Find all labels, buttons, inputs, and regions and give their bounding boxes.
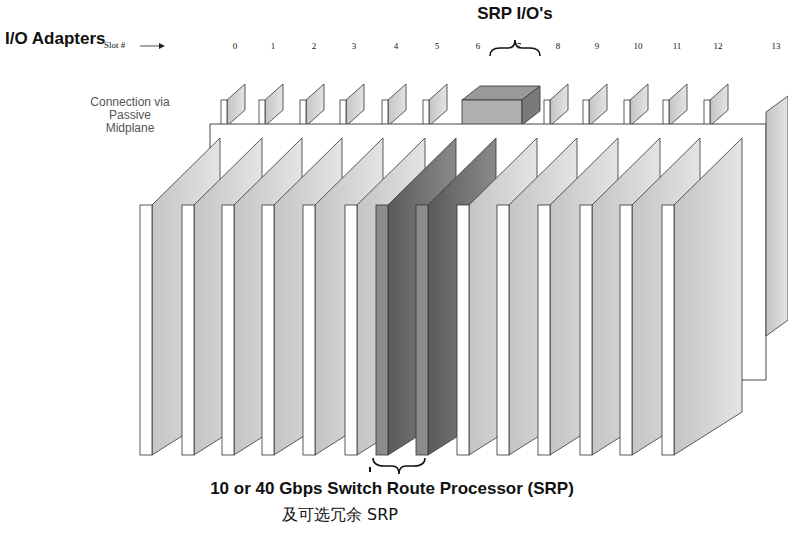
slot-number: 4	[394, 42, 399, 52]
io-adapter-face	[630, 84, 648, 126]
srp-brace	[373, 458, 425, 474]
line-card-edge	[222, 205, 234, 455]
slot-number: 2	[312, 42, 317, 52]
io-adapter-edge	[704, 100, 710, 126]
slot-number: 1	[271, 42, 276, 52]
line-card-edge	[345, 205, 357, 455]
srp-redundant-label: 及可选冗余 SRP	[282, 506, 398, 524]
rear-card	[766, 96, 788, 336]
slot-number: 11	[673, 42, 682, 52]
line-card-edge	[580, 205, 592, 455]
io-adapter-cards	[221, 84, 728, 126]
line-card-edge	[620, 205, 632, 455]
slot-number: 3	[352, 42, 357, 52]
io-adapter-edge	[259, 100, 265, 126]
srp-card-edge	[376, 205, 388, 455]
io-adapter-face	[346, 84, 364, 126]
io-adapter-face	[227, 84, 245, 126]
io-adapters-title: I/O Adapters	[5, 30, 105, 49]
slot-number: 9	[595, 42, 600, 52]
io-adapter-face	[589, 84, 607, 126]
slot-number: 8	[556, 42, 561, 52]
line-card-edge	[497, 205, 509, 455]
io-adapter-edge	[583, 100, 589, 126]
line-card-edge	[140, 205, 152, 455]
io-adapter-edge	[382, 100, 388, 126]
io-adapter-face	[306, 84, 324, 126]
line-cards	[140, 138, 742, 455]
line-card-edge	[262, 205, 274, 455]
line-card-edge	[538, 205, 550, 455]
slot-number: 5	[435, 42, 440, 52]
io-adapter-edge	[221, 100, 227, 126]
line-card-edge	[303, 205, 315, 455]
io-adapter-edge	[340, 100, 346, 126]
slot-number: 10	[634, 42, 643, 52]
srp-io-brace	[490, 40, 540, 56]
io-adapter-face	[710, 84, 728, 126]
line-card-edge	[662, 205, 674, 455]
slot-number: 7	[517, 42, 522, 52]
io-adapter-face	[669, 84, 687, 126]
slot-number: 6	[476, 42, 481, 52]
slot-number: 12	[714, 42, 723, 52]
srp-card-edge	[416, 205, 428, 455]
io-adapter-edge	[663, 100, 669, 126]
io-adapter-face	[550, 84, 568, 126]
midplane-label: Connection via Passive Midplane	[90, 96, 170, 136]
slot-number: 0	[233, 42, 238, 52]
srp-label: 10 or 40 Gbps Switch Route Processor (SR…	[210, 480, 574, 499]
line-card-edge	[182, 205, 194, 455]
slot-arrowhead	[159, 43, 165, 49]
io-adapter-edge	[300, 100, 306, 126]
line-card-face	[674, 138, 742, 455]
slot-number: 13	[772, 42, 781, 52]
io-adapter-face	[429, 84, 447, 126]
io-adapter-edge	[624, 100, 630, 126]
io-adapter-face	[388, 84, 406, 126]
io-adapter-face	[265, 84, 283, 126]
io-adapter-edge	[544, 100, 550, 126]
slot-label: Slot #	[104, 41, 125, 51]
srp-io-label: SRP I/O's	[477, 5, 553, 24]
tick-mark	[369, 467, 371, 472]
srp-io-adapter	[462, 86, 540, 125]
io-adapter-edge	[423, 100, 429, 126]
line-card-edge	[457, 205, 469, 455]
